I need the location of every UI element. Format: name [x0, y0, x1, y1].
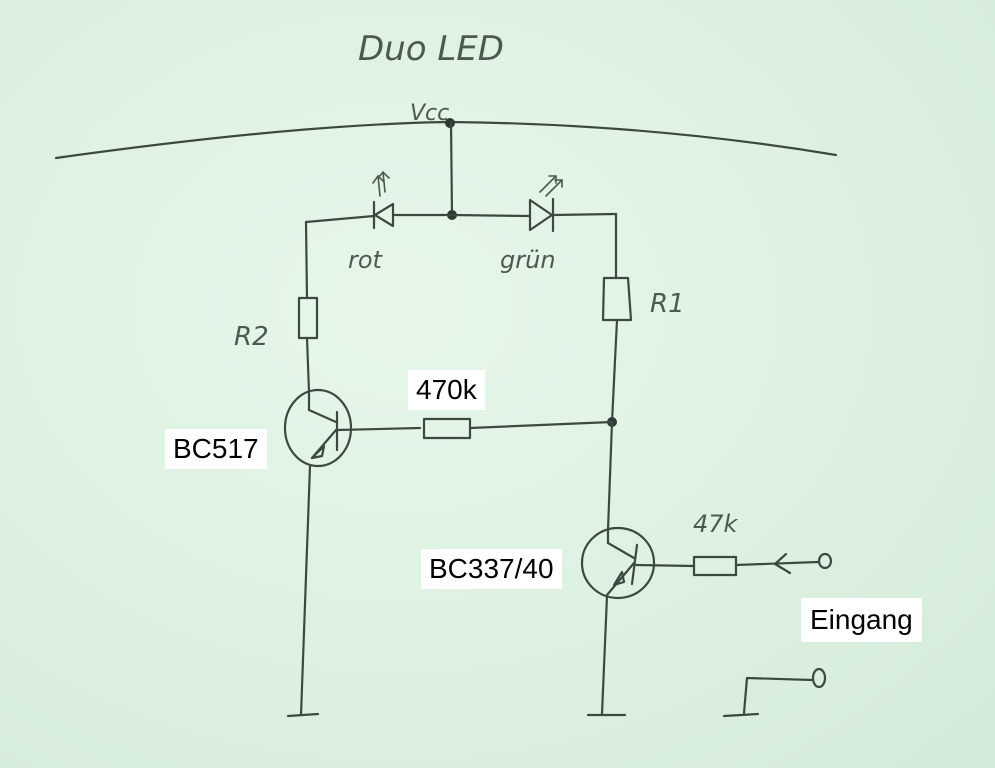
vcc-label: Vcc — [410, 101, 449, 126]
led-red — [304, 170, 454, 230]
transistor-bc337-label: BC337/40 — [421, 549, 562, 589]
resistor-470k-label: 470k — [408, 370, 485, 410]
left-emitter-ground-wire — [299, 464, 312, 717]
right-emitter-ground-wire — [600, 594, 609, 716]
r1-to-node-wire — [610, 318, 619, 424]
input-arrow-icon — [773, 552, 792, 575]
light-emission-icon — [539, 175, 563, 197]
resistor-r1 — [601, 276, 633, 322]
resistor-47k-label: 47k — [693, 510, 739, 538]
transistor-bc517 — [283, 388, 422, 468]
resistor-r2 — [297, 296, 319, 340]
led-green-label: grün — [500, 246, 556, 274]
resistor-r2-label: R2 — [234, 322, 269, 352]
ground-input-wire — [742, 676, 814, 715]
resistor-470k — [422, 417, 472, 440]
left-branch-wire — [304, 220, 309, 300]
light-emission-icon — [372, 170, 390, 197]
vcc-drop-wire — [449, 121, 454, 217]
ground-symbol-left — [286, 712, 320, 718]
input-label: Eingang — [801, 598, 922, 642]
led-red-label: rot — [348, 246, 384, 274]
node-to-collector-wire — [606, 420, 614, 532]
feedback-wire — [468, 420, 614, 430]
vcc-rail — [54, 120, 838, 160]
ground-terminal[interactable] — [811, 667, 827, 689]
resistor-r1-label: R1 — [650, 289, 685, 319]
ground-symbol-input — [722, 712, 760, 718]
transistor-bc337 — [580, 526, 696, 600]
led-green — [450, 175, 618, 233]
input-terminal[interactable] — [817, 552, 833, 570]
diagram-title: Duo LED — [358, 29, 504, 69]
resistor-47k — [692, 555, 738, 577]
r2-to-collector-wire — [305, 336, 311, 394]
transistor-bc517-label: BC517 — [165, 429, 267, 469]
